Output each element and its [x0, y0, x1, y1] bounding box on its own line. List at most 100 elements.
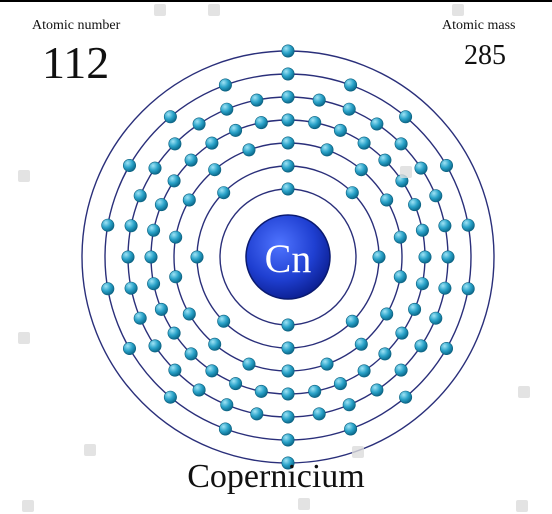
electron [370, 383, 384, 397]
electron [415, 223, 429, 237]
electron [344, 78, 358, 92]
electron [229, 377, 243, 391]
electron [148, 339, 162, 353]
electron [320, 143, 334, 157]
electron [124, 281, 138, 295]
electron [414, 339, 428, 353]
electron [357, 364, 371, 378]
electron [393, 270, 407, 284]
electron [148, 161, 162, 175]
electron [163, 110, 177, 124]
electron [399, 110, 413, 124]
electron [133, 189, 147, 203]
electron [144, 250, 158, 264]
electron [281, 182, 295, 196]
electron [281, 90, 295, 104]
electron [378, 153, 392, 167]
electron [441, 250, 455, 264]
watermark-icon [18, 332, 30, 344]
electron [308, 116, 322, 130]
electron [395, 326, 409, 340]
electron [281, 410, 295, 424]
electron [192, 383, 206, 397]
electron [438, 219, 452, 233]
electron [408, 198, 422, 212]
electron [254, 116, 268, 130]
electron [124, 219, 138, 233]
top-border-line [0, 0, 552, 2]
electron [281, 364, 295, 378]
electron [394, 363, 408, 377]
electron [168, 137, 182, 151]
electron [342, 102, 356, 116]
electron [312, 407, 326, 421]
watermark-icon [452, 4, 464, 16]
electron [208, 163, 222, 177]
electron [217, 314, 231, 328]
electron [254, 384, 268, 398]
electron [218, 78, 232, 92]
electron [415, 277, 429, 291]
electron [154, 302, 168, 316]
electron [167, 326, 181, 340]
electron [123, 159, 137, 173]
electron [357, 136, 371, 150]
nucleus [245, 214, 331, 300]
atomic-number-value: 112 [42, 37, 110, 88]
electron [281, 113, 295, 127]
watermark-icon [298, 498, 310, 510]
electron [408, 302, 422, 316]
electron [281, 341, 295, 355]
electron [333, 123, 347, 137]
atomic-number-label: Atomic number [32, 18, 121, 33]
electron [205, 364, 219, 378]
electron [250, 93, 264, 107]
electron [461, 218, 475, 232]
electron [372, 250, 386, 264]
electron [192, 117, 206, 131]
watermark-icon [516, 500, 528, 512]
electron [184, 153, 198, 167]
electron [208, 337, 222, 351]
electron [393, 230, 407, 244]
electron [169, 270, 183, 284]
electron [380, 193, 394, 207]
electron [394, 137, 408, 151]
electron [281, 136, 295, 150]
watermark-icon [18, 170, 30, 182]
watermark-icon [154, 4, 166, 16]
electron [345, 314, 359, 328]
watermark-icon [400, 166, 412, 178]
electron [438, 281, 452, 295]
electron [345, 186, 359, 200]
electron [168, 363, 182, 377]
electron [344, 422, 358, 436]
element-name: Copernicium [187, 458, 365, 495]
electron [147, 223, 161, 237]
electron [414, 161, 428, 175]
electron [147, 277, 161, 291]
electron [154, 198, 168, 212]
electron [229, 123, 243, 137]
electron [101, 218, 115, 232]
element-symbol: Cn [265, 236, 312, 281]
electron [370, 117, 384, 131]
electron [121, 250, 135, 264]
electron [320, 357, 334, 371]
electron [220, 398, 234, 412]
atomic-mass-label: Atomic mass [442, 18, 516, 33]
electron [281, 318, 295, 332]
electron [190, 250, 204, 264]
electron [220, 102, 234, 116]
electron [439, 341, 453, 355]
electron [101, 282, 115, 296]
watermark-icon [518, 386, 530, 398]
electron [281, 44, 295, 58]
atomic-mass-value: 285 [464, 40, 506, 71]
electron [439, 159, 453, 173]
electron [461, 282, 475, 296]
watermark-icon [22, 500, 34, 512]
electron [242, 143, 256, 157]
electron [418, 250, 432, 264]
